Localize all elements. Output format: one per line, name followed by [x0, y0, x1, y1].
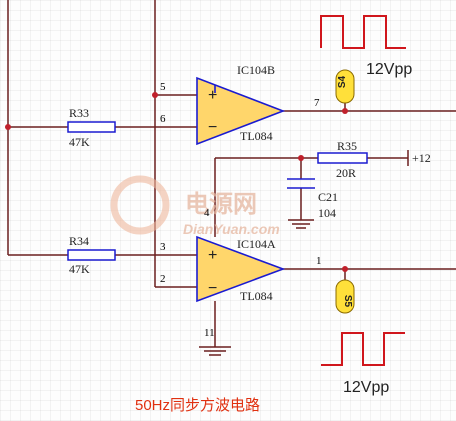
- svg-text:S5: S5: [342, 295, 353, 308]
- plus-sign: +: [208, 247, 217, 264]
- capacitor-c21: [287, 178, 315, 189]
- junctions: [5, 92, 348, 272]
- junction-dot: [5, 124, 11, 130]
- watermark-text: 电源网: [185, 191, 257, 218]
- opamp-bottom: [196, 235, 286, 303]
- junction-dot: [298, 155, 304, 161]
- watermark-logo-icon: [110, 175, 170, 235]
- plus-sign: +: [208, 87, 217, 104]
- junction-dot: [152, 92, 158, 98]
- pin-label: 7: [314, 97, 320, 109]
- test-point-s4: S4: [335, 69, 355, 104]
- pin-label: 6: [160, 113, 166, 125]
- square-wave-top: [320, 15, 406, 49]
- r33-value: 47K: [69, 135, 90, 149]
- junction-dot: [342, 266, 348, 272]
- wires: [7, 0, 456, 356]
- c21-ref: C21: [318, 190, 338, 204]
- opamp-bottom-part: TL084: [240, 289, 273, 303]
- svg-text:S4: S4: [337, 75, 348, 88]
- square-wave-bottom: [321, 332, 405, 366]
- pin-label: 11: [204, 327, 215, 339]
- resistor-r35: [317, 152, 368, 164]
- opamp-top: [196, 76, 286, 146]
- minus-sign: −: [208, 119, 217, 136]
- pin-label: 2: [160, 273, 166, 285]
- r34-ref: R34: [69, 234, 89, 248]
- diagram-caption: 50Hz同步方波电路: [135, 397, 260, 414]
- junction-dot: [342, 108, 348, 114]
- pin-label: 4: [204, 207, 210, 219]
- opamp-top-part: TL084: [240, 129, 273, 143]
- watermark-url: DianYuan.com: [183, 221, 280, 237]
- pin-label: 3: [160, 241, 166, 253]
- pin-label: 1: [316, 255, 322, 267]
- r34-value: 47K: [69, 262, 90, 276]
- resistor-r33: [67, 121, 116, 133]
- test-point-s5: S5: [335, 279, 355, 314]
- bottom-amplitude-label: 12Vpp: [343, 379, 389, 396]
- supply-label: +12: [412, 151, 431, 165]
- c21-value: 104: [318, 206, 336, 220]
- r33-ref: R33: [69, 106, 89, 120]
- r35-ref: R35: [337, 139, 357, 153]
- top-amplitude-label: 12Vpp: [366, 61, 412, 78]
- watermark: 电源网 DianYuan.com: [110, 175, 280, 237]
- minus-sign: −: [208, 280, 217, 297]
- pin-label: 5: [160, 81, 166, 93]
- opamp-top-name: IC104B: [237, 63, 275, 77]
- opamp-bottom-name: IC104A: [237, 237, 276, 251]
- r35-value: 20R: [336, 166, 356, 180]
- resistor-r34: [67, 249, 116, 261]
